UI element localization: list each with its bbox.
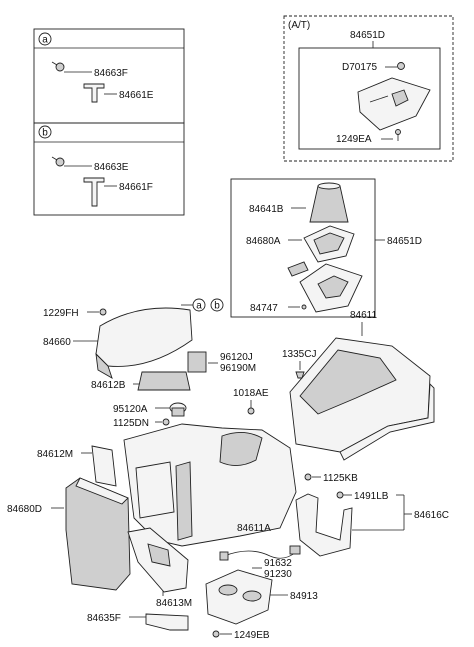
label-1125DN: 1125DN <box>113 418 149 429</box>
label-95120A: 95120A <box>113 404 148 415</box>
label-1229FH: 1229FH <box>43 308 79 319</box>
inset-b-part-2: 84661F <box>119 182 153 193</box>
shift-boot <box>309 182 349 223</box>
rear-console-cover <box>65 477 131 591</box>
label-91230: 91230 <box>264 569 292 580</box>
label-84613M: 84613M <box>156 598 192 609</box>
power-outlet <box>169 402 187 417</box>
shift-boot-box: 84651D 84641B 84680A 84747 <box>230 178 422 318</box>
inset-b-part-1: 84663E <box>94 162 129 173</box>
label-1249EB: 1249EB <box>234 630 270 641</box>
console-upper-assembly <box>289 337 435 461</box>
console-bracket-right <box>295 493 353 557</box>
cup-holder-insert <box>205 569 273 625</box>
label-96190M: 96190M <box>220 363 256 374</box>
screw-icon <box>99 308 107 316</box>
label-1018AE: 1018AE <box>233 388 269 399</box>
screw-icon <box>212 630 220 638</box>
console-trim-strip <box>145 613 189 631</box>
label-84612M: 84612M <box>37 449 73 460</box>
inset-a: a 84663F 84661E <box>33 28 185 124</box>
label-96120J: 96120J <box>220 352 253 363</box>
label-1491LB: 1491LB <box>354 491 389 502</box>
armrest-pad <box>137 371 191 391</box>
inset-at: (A/T) 84651D D70175 1249EA <box>283 15 454 162</box>
clip-icon <box>51 61 65 72</box>
console-lower-body <box>123 423 297 547</box>
bracket-icon <box>83 83 105 103</box>
label-84612B: 84612B <box>91 380 126 391</box>
inset-b-badge: b <box>42 128 48 139</box>
bolt-icon <box>295 371 305 379</box>
label-84616C: 84616C <box>414 510 449 521</box>
label-84680D: 84680D <box>7 504 42 515</box>
shift-box-assembly: 84651D <box>387 236 422 247</box>
screw-icon <box>395 129 401 141</box>
shift-indicator-plate <box>357 77 431 131</box>
label-1335CJ: 1335CJ <box>282 349 316 360</box>
inset-at-assembly: 84651D <box>350 30 385 41</box>
retainer-clip <box>287 261 309 277</box>
callout-b: b <box>214 301 220 312</box>
boot-ring <box>303 225 355 263</box>
screw-icon <box>162 418 170 426</box>
bolt-icon <box>397 62 405 70</box>
inset-at-title: (A/T) <box>288 20 310 31</box>
callout-b-circle <box>210 298 224 312</box>
side-bracket-left <box>91 445 117 487</box>
label-84635F: 84635F <box>87 613 121 624</box>
armrest-lid <box>95 307 193 379</box>
shift-box-part-3: 84747 <box>250 303 278 314</box>
callout-a: a <box>196 301 202 312</box>
label-91632: 91632 <box>264 558 292 569</box>
callout-a-circle <box>192 298 206 312</box>
inset-b: b 84663E 84661F <box>33 122 185 216</box>
label-1125KB: 1125KB <box>323 473 358 484</box>
side-bracket-lower <box>127 527 189 593</box>
label-84913: 84913 <box>290 591 318 602</box>
clip-icon <box>247 407 255 415</box>
label-84611A: 84611A <box>237 523 271 534</box>
inset-a-part-1: 84663F <box>94 68 128 79</box>
bracket-icon <box>83 177 105 207</box>
inset-at-part-2: 1249EA <box>336 134 372 145</box>
clip-icon <box>336 491 344 499</box>
inset-a-badge-circle <box>38 32 52 46</box>
inset-b-badge-circle <box>38 125 52 139</box>
clip-icon <box>51 156 65 167</box>
shift-bezel <box>299 263 363 313</box>
label-84660: 84660 <box>43 337 71 348</box>
inset-a-badge: a <box>42 35 48 46</box>
shift-box-part-1: 84641B <box>249 204 284 215</box>
shift-box-part-2: 84680A <box>246 236 281 247</box>
wiring-harness <box>219 545 301 561</box>
screw-icon <box>304 473 312 481</box>
aux-switch <box>187 351 207 373</box>
label-84611: 84611 <box>350 310 378 321</box>
inset-a-part-2: 84661E <box>119 90 154 101</box>
inset-at-part-1: D70175 <box>342 62 377 73</box>
